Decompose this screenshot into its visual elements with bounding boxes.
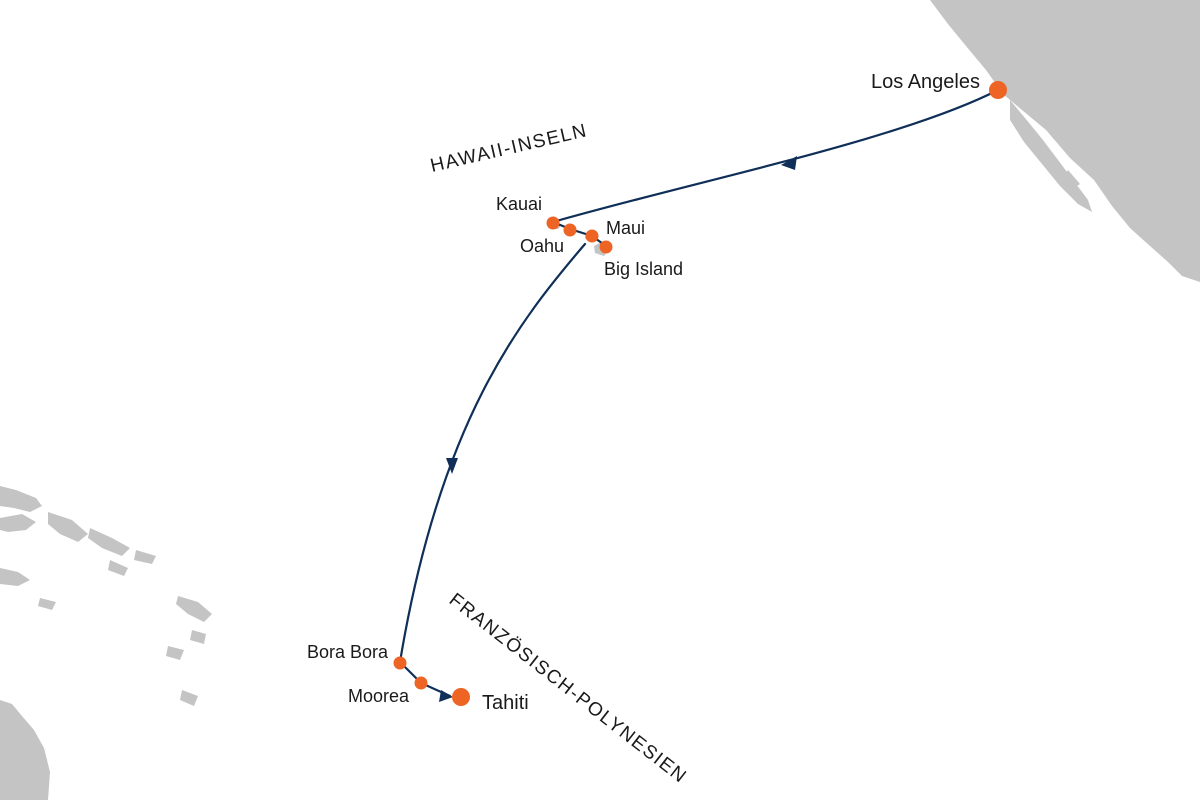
north-america-land [930,0,1200,282]
route-direction-arrow-icon [446,458,458,474]
route-direction-arrow-icon [781,156,797,170]
port-label-los-angeles: Los Angeles [871,71,980,93]
port-label-maui: Maui [606,218,645,238]
port-marker-icon[interactable] [414,676,428,690]
port-marker-icon[interactable] [546,216,560,230]
region-label-french-polynesia: FRANZÖSISCH-POLYNESIEN [445,589,691,787]
port-marker-icon[interactable] [452,688,470,706]
port-label-moorea: Moorea [348,686,410,706]
route-hawaii-to-bora-bora [398,242,587,664]
route-los-angeles-to-kauai [551,88,1000,224]
port-marker-icon[interactable] [989,81,1007,99]
bottom-left-land [0,700,50,800]
port-label-oahu: Oahu [520,236,564,256]
port-marker-icon[interactable] [393,656,407,670]
port-label-bora-bora: Bora Bora [307,642,389,662]
region-label-hawaii: HAWAII-INSELN [428,120,589,177]
port-label-kauai: Kauai [496,194,542,214]
port-label-tahiti: Tahiti [482,692,529,714]
port-label-big-island: Big Island [604,259,683,279]
port-marker-icon[interactable] [585,229,599,243]
western-pacific-islands-land [0,486,212,706]
route-hawaii-inter-island [551,220,608,248]
gulf-island-land [1064,170,1080,188]
port-marker-icon[interactable] [599,240,613,254]
route-direction-arrow-icon [439,690,453,702]
port-marker-icon[interactable] [563,223,577,237]
